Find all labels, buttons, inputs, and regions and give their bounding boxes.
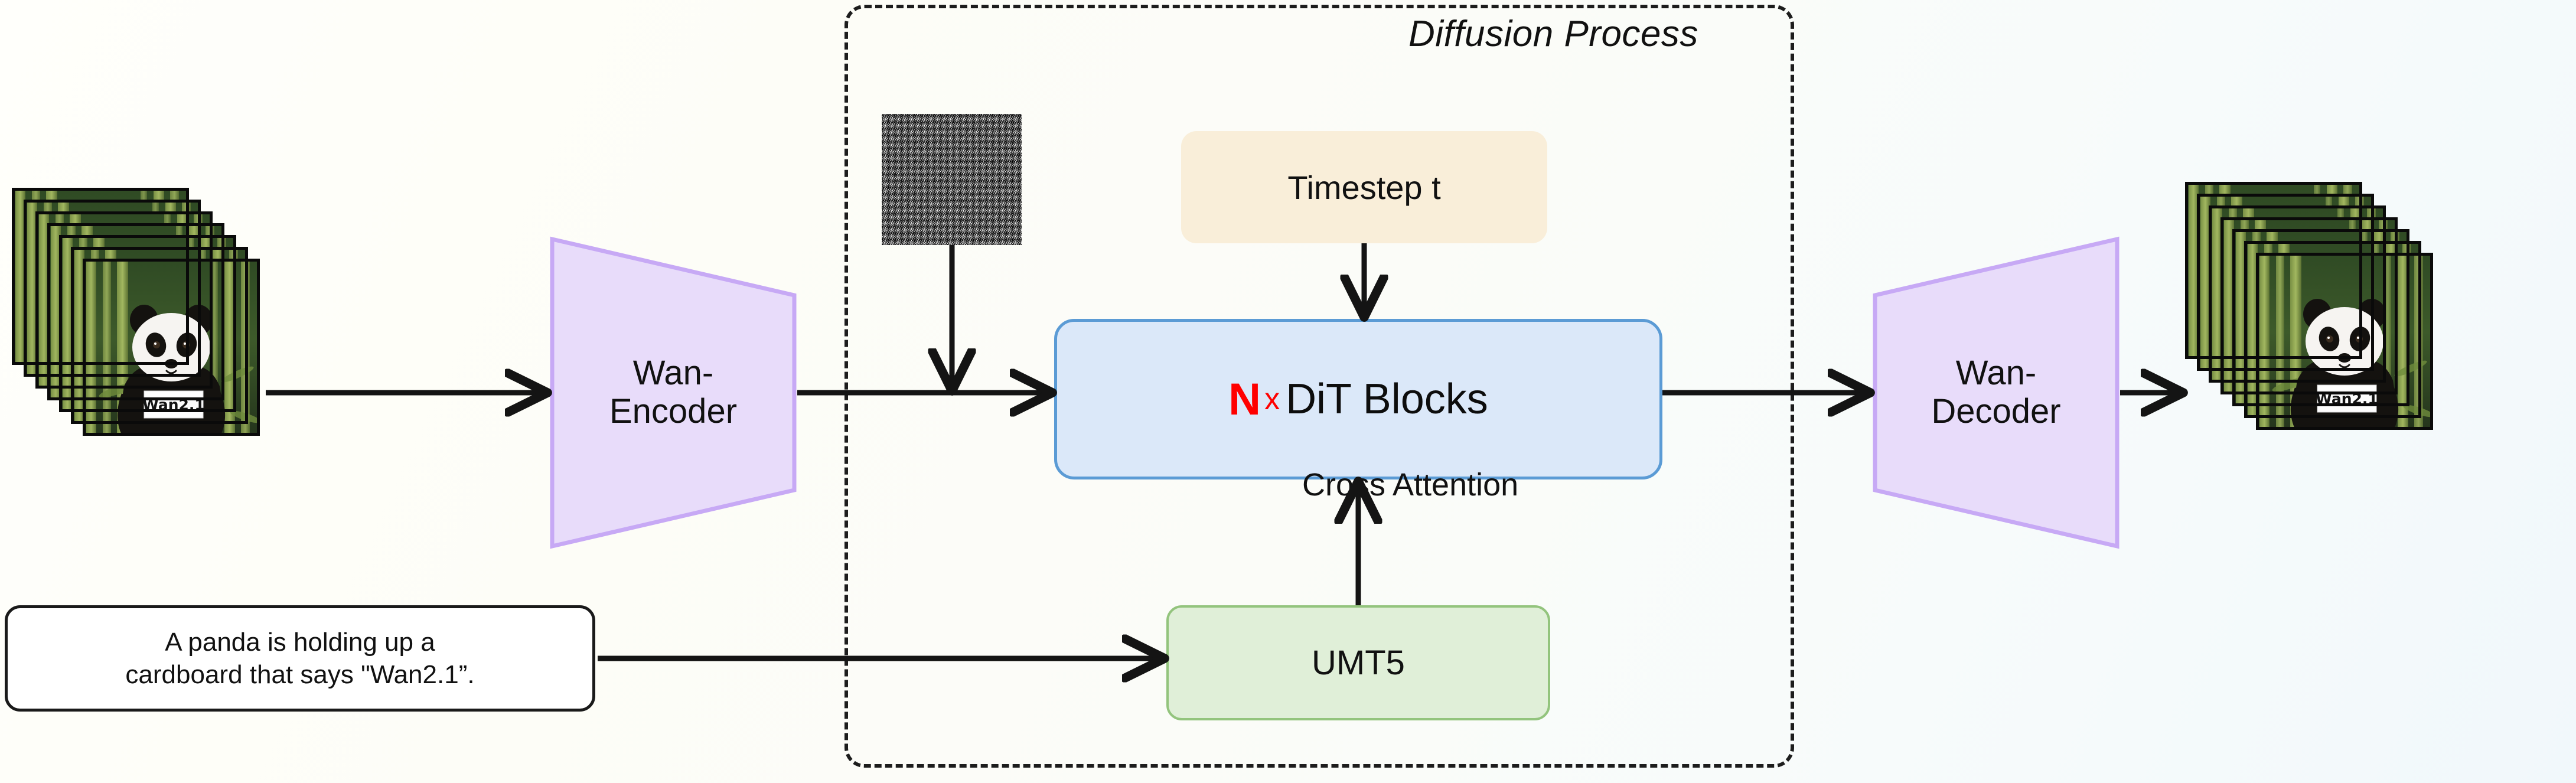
decoder-label-group: Wan- Decoder [1872,236,2120,549]
diffusion-process-container [844,5,1794,768]
encoder-shape [550,236,797,549]
umt5-text-encoder-block[interactable]: UMT5 [1166,605,1550,720]
dit-repeat-count: N [1228,374,1261,425]
timestep-block[interactable]: Timestep t [1181,131,1547,243]
dit-times-symbol: x [1264,382,1280,416]
output-frames-svg [2184,181,2437,458]
prompt-text: A panda is holding up a cardboard that s… [125,626,474,691]
input-frames-svg: Wan2.1 [11,187,263,464]
dit-blocks-block[interactable]: N x DiT Blocks [1054,319,1662,479]
umt5-label: UMT5 [1312,644,1405,682]
cross-attention-label: Cross Attention [1302,467,1519,503]
timestep-label: Timestep t [1287,168,1441,206]
encoder-label-line1: Wan- [632,354,714,393]
prompt-line-2: cardboard that says "Wan2.1”. [125,660,475,689]
decoder-shape [1873,236,2120,549]
encoder-label-line2: Encoder [609,392,738,430]
prompt-line-1: A panda is holding up a [165,628,435,657]
wan-decoder-block[interactable]: Wan- Decoder [1872,236,2120,549]
wan-encoder-block[interactable]: Wan- Encoder [549,236,797,549]
dit-blocks-label: DiT Blocks [1286,376,1488,423]
decoder-label-line2: Decoder [1931,392,2061,430]
noise-latent-patch [882,114,1022,245]
text-prompt-box[interactable]: A panda is holding up a cardboard that s… [5,605,595,712]
output-video-frame-stack [2184,181,2437,458]
diffusion-process-label: Diffusion Process [1408,14,1698,54]
encoder-label-group: Wan- Encoder [549,236,797,549]
decoder-label-line1: Wan- [1955,354,2037,393]
input-video-frame-stack: Wan2.1 [11,187,263,464]
